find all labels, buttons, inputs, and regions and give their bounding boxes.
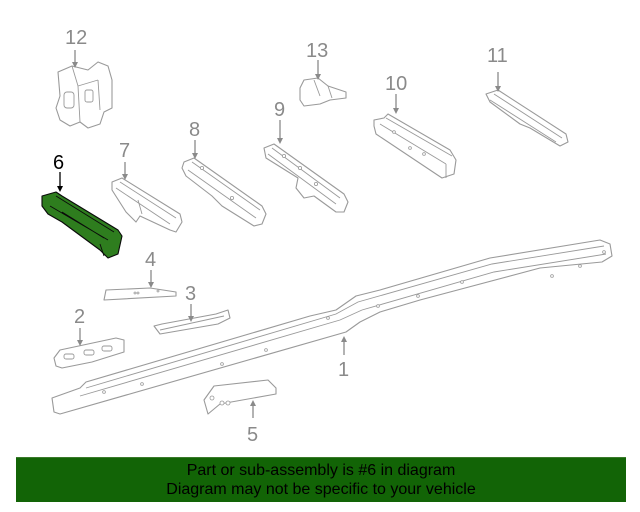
part-4-plate[interactable] [103,287,177,301]
banner-line-2: Diagram may not be specific to your vehi… [166,481,476,498]
callout-4[interactable]: 4 [145,249,157,271]
arrowhead-1 [341,336,347,342]
arrowhead-2 [77,340,83,346]
arrowhead-10 [393,108,399,114]
part-8-rail[interactable] [181,157,267,227]
part-3-channel[interactable] [153,309,231,335]
arrowhead-4 [148,282,154,288]
part-7-rail[interactable] [111,177,183,233]
part-10-rail[interactable] [373,113,457,179]
part-2-bracket[interactable] [53,337,125,369]
callout-9[interactable]: 9 [274,99,286,121]
part-9-rail[interactable] [263,143,349,213]
arrowhead-13 [315,74,321,80]
callout-1[interactable]: 1 [338,359,350,381]
arrowhead-5 [250,400,256,406]
arrowhead-9 [277,138,283,144]
arrowhead-11 [495,86,501,92]
callout-2[interactable]: 2 [74,306,86,328]
callout-6[interactable]: 6 [53,152,65,174]
arrowhead-3 [188,316,194,322]
callout-12[interactable]: 12 [65,27,88,49]
callout-7[interactable]: 7 [119,140,131,162]
callout-13[interactable]: 13 [306,40,329,62]
part-11-rail[interactable] [485,89,569,147]
part-info-banner: Part or sub-assembly is #6 in diagram Di… [16,457,626,502]
arrowhead-12 [72,62,78,68]
part-12-bracket-assembly[interactable] [55,61,113,129]
callout-8[interactable]: 8 [189,119,201,141]
callout-10[interactable]: 10 [385,73,408,95]
callout-5[interactable]: 5 [247,424,259,446]
arrowhead-6 [57,186,63,192]
part-5-bracket[interactable] [203,379,277,415]
arrowhead-7 [122,174,128,180]
banner-line-1: Part or sub-assembly is #6 in diagram [186,462,456,479]
callout-11[interactable]: 11 [487,45,508,67]
part-6-rail-selected[interactable] [41,191,123,259]
arrowhead-8 [192,153,198,159]
part-13-bracket[interactable] [299,77,347,107]
part-1-frame-rail[interactable] [51,239,613,415]
callout-3[interactable]: 3 [185,283,197,305]
